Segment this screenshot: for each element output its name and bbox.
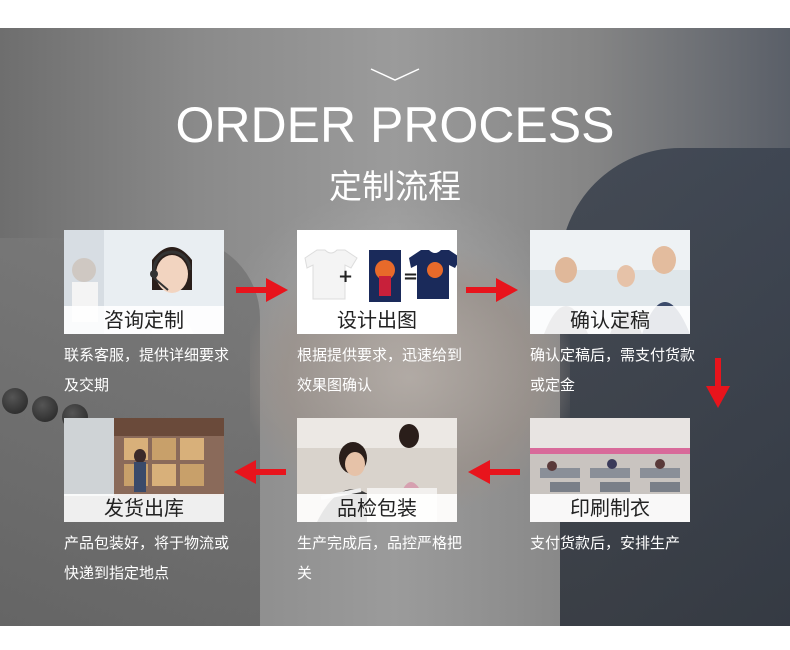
background-suit-right <box>560 148 790 626</box>
arrow-right-icon <box>236 278 288 302</box>
page-title-chinese: 定制流程 <box>329 167 461 206</box>
chevron-down-icon <box>370 68 420 81</box>
step-description: 生产完成后，品控严格把关 <box>297 534 463 582</box>
step-card: 发货出库 <box>64 418 224 522</box>
step-consult: 咨询定制 联系客服，提供详细要求及交期 <box>64 230 229 400</box>
step-card: 确认定稿 <box>530 230 690 334</box>
step-design: + = 设计出图 根据提供要求，迅速给到效果图确认 <box>297 230 462 400</box>
step-label: 咨询定制 <box>64 306 224 334</box>
arrow-down-icon <box>706 358 730 408</box>
plus-symbol: + <box>338 266 354 287</box>
arrow-right-icon <box>466 278 518 302</box>
step-description: 确认定稿后，需支付货款或定金 <box>530 346 696 394</box>
arrow-left-icon <box>468 460 520 484</box>
step-card: 咨询定制 <box>64 230 224 334</box>
step-shipping: 发货出库 产品包装好，将于物流或快递到指定地点 <box>64 418 229 588</box>
step-description: 根据提供要求，迅速给到效果图确认 <box>297 346 463 394</box>
step-description: 支付货款后，安排生产 <box>530 534 681 552</box>
page-title-english: ORDER PROCESS <box>175 97 615 153</box>
step-quality-check: 品检包装 生产完成后，品控严格把关 <box>297 418 462 588</box>
step-card: 品检包装 <box>297 418 457 522</box>
step-card: 印刷制衣 <box>530 418 690 522</box>
order-process-banner: ORDER PROCESS 定制流程 咨询定制 联系客服，提供详细要求及交期 <box>0 28 790 626</box>
arrow-left-icon <box>234 460 286 484</box>
equals-symbol: = <box>403 266 419 287</box>
step-label: 印刷制衣 <box>530 494 690 522</box>
step-label: 确认定稿 <box>530 306 690 334</box>
step-production: 印刷制衣 支付货款后，安排生产 <box>530 418 690 558</box>
step-confirm: 确认定稿 确认定稿后，需支付货款或定金 <box>530 230 695 400</box>
step-description: 联系客服，提供详细要求及交期 <box>64 346 230 394</box>
step-label: 设计出图 <box>297 306 457 334</box>
step-card: + = 设计出图 <box>297 230 457 334</box>
step-label: 品检包装 <box>297 494 457 522</box>
step-label: 发货出库 <box>64 494 224 522</box>
step-description: 产品包装好，将于物流或快递到指定地点 <box>64 534 230 582</box>
